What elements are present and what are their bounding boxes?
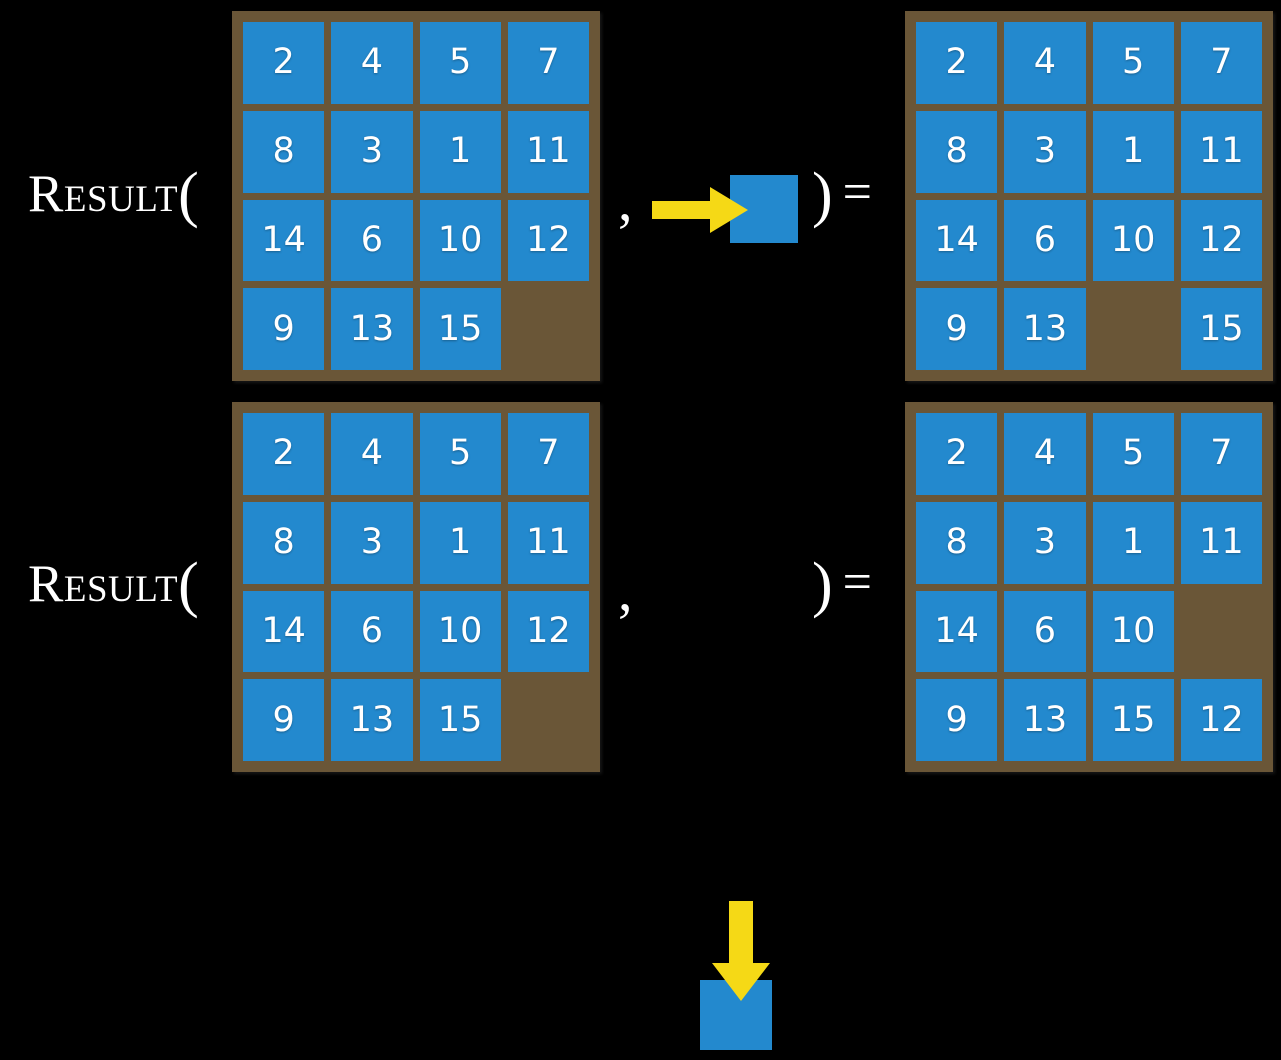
tile[interactable]: 13 [331,679,413,761]
tile[interactable]: 15 [1092,679,1174,761]
tile[interactable]: 11 [507,110,589,193]
equation-row-2: Result( 2 4 5 7 8 3 1 11 14 6 10 12 9 13… [0,390,1281,1050]
tile[interactable]: 15 [1180,288,1262,370]
input-board-row-1: 2 4 5 7 8 3 1 11 14 6 10 12 9 13 15 [232,11,600,381]
blank-tile [1181,591,1262,673]
tile[interactable]: 9 [243,679,325,761]
board-grid: 2 4 5 7 8 3 1 11 14 6 10 12 9 13 15 [243,22,589,370]
result-word-row-1: Result [28,165,179,223]
tile[interactable]: 15 [419,288,501,370]
tile[interactable]: 9 [916,679,998,761]
tile[interactable]: 15 [419,679,501,761]
board-grid: 2 4 5 7 8 3 1 11 14 6 10 12 9 13 15 [916,22,1262,370]
tile[interactable]: 2 [243,413,325,495]
tile[interactable]: 3 [331,110,413,193]
tile[interactable]: 13 [1004,288,1086,370]
tile[interactable]: 8 [243,110,325,193]
tile[interactable]: 6 [1004,590,1086,673]
tile[interactable]: 1 [1092,501,1174,584]
tile[interactable]: 11 [507,501,589,584]
equation-row-1: Result( 2 4 5 7 8 3 1 11 14 6 10 12 9 13… [0,0,1281,390]
tile[interactable]: 7 [507,22,589,104]
tile[interactable]: 10 [1092,199,1174,282]
tile[interactable]: 4 [1004,413,1086,495]
result-label-row-1: Result( [28,164,199,226]
tile[interactable]: 2 [916,22,998,104]
right-arrow-icon [652,187,748,233]
tile[interactable]: 7 [507,413,589,495]
tile[interactable]: 9 [916,288,998,370]
tile[interactable]: 9 [243,288,325,370]
tile[interactable]: 3 [1004,110,1086,193]
tile[interactable]: 13 [1004,679,1086,761]
tile[interactable]: 14 [916,199,998,282]
output-board-row-2: 2 4 5 7 8 3 1 11 14 6 10 9 13 15 12 [905,402,1273,772]
tile[interactable]: 12 [1180,199,1262,282]
blank-tile [508,679,589,761]
tile[interactable]: 14 [243,199,325,282]
tile[interactable]: 8 [916,501,998,584]
blank-tile [1093,288,1174,370]
input-board-row-2: 2 4 5 7 8 3 1 11 14 6 10 12 9 13 15 [232,402,600,772]
action-move-right-row-1 [652,165,802,255]
tile[interactable]: 5 [419,22,501,104]
tile[interactable]: 1 [419,110,501,193]
tile[interactable]: 1 [1092,110,1174,193]
tile[interactable]: 1 [419,501,501,584]
equals-sign-row-1: = [842,164,872,221]
tile[interactable]: 4 [1004,22,1086,104]
tile[interactable]: 3 [1004,501,1086,584]
tile[interactable]: 7 [1180,413,1262,495]
tile[interactable]: 3 [331,501,413,584]
tile[interactable]: 13 [331,288,413,370]
tile[interactable]: 11 [1180,110,1262,193]
output-board-row-1: 2 4 5 7 8 3 1 11 14 6 10 12 9 13 15 [905,11,1273,381]
tile[interactable]: 4 [331,22,413,104]
equals-sign-row-2: = [842,554,872,611]
comma-separator-row-1: , [618,168,633,233]
tile[interactable]: 6 [331,199,413,282]
tile[interactable]: 8 [243,501,325,584]
result-word-row-2: Result [28,555,179,613]
tile[interactable]: 5 [1092,413,1174,495]
tile[interactable]: 12 [507,590,589,673]
paren-open-row-2: ( [178,551,200,619]
comma-separator-row-2: , [618,558,633,623]
tile[interactable]: 2 [243,22,325,104]
tile[interactable]: 5 [1092,22,1174,104]
paren-open-row-1: ( [178,161,200,229]
tile[interactable]: 14 [243,590,325,673]
tile[interactable]: 11 [1180,501,1262,584]
tile[interactable]: 14 [916,590,998,673]
close-paren-equals-row-1: )= [812,164,872,226]
paren-close-row-1: ) [812,161,833,229]
board-grid: 2 4 5 7 8 3 1 11 14 6 10 9 13 15 12 [916,413,1262,761]
blank-tile [508,288,589,370]
tile[interactable]: 12 [1180,679,1262,761]
tile[interactable]: 6 [331,590,413,673]
tile[interactable]: 12 [507,199,589,282]
tile[interactable]: 4 [331,413,413,495]
board-grid: 2 4 5 7 8 3 1 11 14 6 10 12 9 13 15 [243,413,589,761]
tile[interactable]: 8 [916,110,998,193]
tile[interactable]: 7 [1180,22,1262,104]
tile[interactable]: 10 [1092,590,1174,673]
tile[interactable]: 6 [1004,199,1086,282]
close-paren-equals-row-2: )= [812,554,872,616]
tile[interactable]: 2 [916,413,998,495]
down-arrow-icon [712,901,770,1001]
paren-close-row-2: ) [812,551,833,619]
tile[interactable]: 10 [419,199,501,282]
tile[interactable]: 10 [419,590,501,673]
result-label-row-2: Result( [28,554,199,616]
action-move-down-row-2 [690,895,790,1060]
tile[interactable]: 5 [419,413,501,495]
